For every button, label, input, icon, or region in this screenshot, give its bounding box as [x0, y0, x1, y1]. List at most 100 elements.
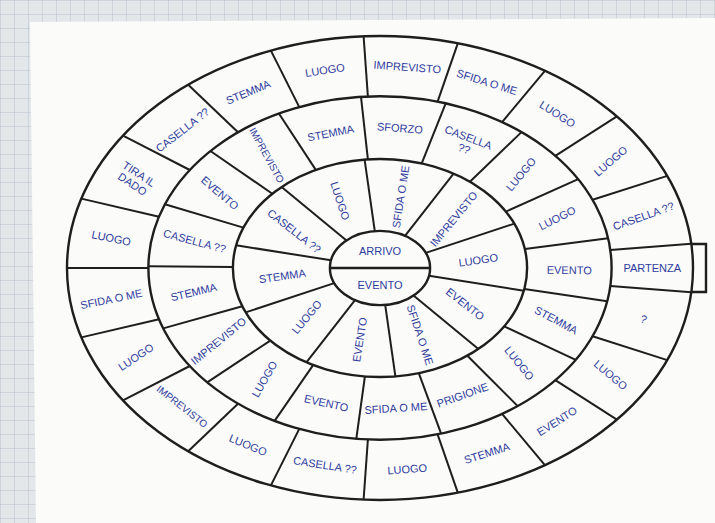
board-cell: SFIDA O ME: [443, 44, 530, 120]
board-cell: CASELLA ??: [599, 178, 687, 256]
cell-label: STEMMA: [463, 441, 512, 467]
cell-divider: [356, 377, 365, 439]
board-cell: STEMMA: [443, 416, 530, 492]
board-cell: STEMMA: [203, 51, 292, 132]
cell-label: IMPREVISTO: [155, 384, 210, 431]
cell-divider: [67, 267, 148, 269]
board-cell: LUOGO: [565, 115, 656, 206]
cell-label: CASELLA ??: [162, 227, 227, 255]
cell-divider: [524, 289, 607, 301]
center-ring-line: [330, 231, 430, 305]
cell-divider: [123, 366, 190, 400]
cell-label: LUOGO: [249, 359, 279, 399]
board-cell: LUOGO: [477, 321, 561, 407]
board-cell: LUOGO: [304, 160, 376, 242]
cell-label: LUOGO: [537, 99, 577, 130]
board-cell: STEMMA: [512, 281, 600, 359]
cell-label: CASELLA ??: [433, 121, 498, 165]
cell-label: ?: [638, 313, 648, 326]
cell-label: SFIDA O ME: [390, 164, 412, 228]
cell-label: EVENTO: [444, 286, 487, 323]
cell-divider: [361, 97, 368, 159]
board-cell: ?: [599, 280, 687, 358]
cell-label: SFIDA O ME: [404, 303, 435, 367]
cell-label: LUOGO: [328, 180, 352, 222]
board-cell: EVENTO: [512, 377, 602, 465]
cell-label: LUOGO: [504, 155, 539, 193]
start-box-line: [691, 244, 706, 292]
cell-label: SFIDA O ME: [455, 67, 519, 97]
ring-line: [148, 96, 611, 439]
board-cell: SFIDA O ME: [384, 294, 456, 376]
board-cell: LUOGO: [69, 203, 153, 273]
board-cell: SFIDA O ME: [362, 378, 429, 438]
cell-divider: [593, 336, 668, 360]
board-cell: LUOGO: [430, 234, 525, 286]
cell-label: LUOGO: [592, 358, 630, 393]
board-cell: STEMMA: [234, 249, 329, 301]
cell-label: LUOGO: [90, 227, 131, 247]
cell-divider: [422, 103, 446, 163]
cell-label: LUOGO: [116, 341, 156, 373]
outer-ring-line: [67, 36, 693, 500]
cell-label: CASELLA ??: [266, 207, 324, 256]
board-cell: CASELLA ??: [137, 84, 228, 174]
board-cell: IMPREVISTO: [174, 298, 261, 382]
cell-divider: [502, 414, 545, 465]
cell-label: STEMMA: [169, 281, 218, 304]
cell-divider: [365, 160, 375, 232]
board-cell: PRIGIONE: [424, 356, 501, 433]
board-cell: EVENTO: [290, 368, 364, 438]
cell-divider: [271, 51, 299, 108]
board-cell: EVENTO: [419, 262, 511, 348]
ring-line: [233, 159, 527, 377]
cell-label: CASELLA ??: [153, 105, 211, 154]
cell-label: CASELLA ??: [611, 200, 676, 233]
cell-label: EVENTO: [535, 404, 580, 438]
cell-label: LUOGO: [502, 344, 536, 383]
board-cell: CASELLA ??: [151, 208, 238, 273]
board-cell: CASELLA ??: [283, 433, 366, 499]
cell-divider: [148, 265, 233, 268]
board-cell: LUOGO: [512, 70, 602, 158]
cell-divider: [502, 71, 545, 122]
board-cell: LUOGO: [224, 338, 305, 421]
cell-label: LUOGO: [227, 431, 268, 457]
board-cell: SFIDA O ME: [69, 264, 153, 334]
cell-divider: [81, 199, 159, 217]
board-cell: SFIDA O ME: [368, 159, 433, 233]
cell-label: EVENTO: [357, 279, 402, 291]
board-cell: STEMMA: [150, 261, 236, 324]
cell-label: EVENTO: [199, 174, 241, 212]
cell-label: IMPREVISTO: [188, 315, 248, 367]
board-cell: CASELLA ??: [427, 104, 505, 181]
cell-label: LUOGO: [592, 143, 630, 178]
board-cell: EVENTO: [327, 302, 392, 376]
cell-label: SFIDA O ME: [79, 286, 143, 311]
cell-divider: [610, 244, 691, 250]
center-divider: [330, 267, 430, 269]
board-cell: IMPREVISTO: [137, 362, 228, 452]
cell-label: CASELLA ??: [292, 455, 357, 477]
board-cell: LUOGO: [565, 330, 656, 421]
board-cell: LUOGO: [264, 272, 350, 362]
cell-label: LUOGO: [387, 461, 428, 476]
cell-divider: [364, 36, 368, 96]
cell-label: STEMMA: [532, 304, 579, 337]
cell-label: IMPREVISTO: [427, 189, 479, 249]
cell-label: LUOGO: [304, 61, 345, 79]
cell-label: SFIDA O ME: [364, 400, 428, 416]
cell-label: PRIGIONE: [435, 379, 490, 409]
cell-label: SFORZO: [376, 121, 423, 137]
paper-sheet: [30, 18, 715, 523]
board-cell: STEMMA: [293, 98, 366, 167]
cell-label: EVENTO: [303, 392, 350, 413]
cell-label: LUOGO: [289, 298, 324, 336]
cell-label: LUOGO: [537, 204, 578, 233]
board-cell: SFORZO: [365, 98, 433, 160]
board-cell: IMPREVISTO: [227, 114, 308, 197]
cell-label: STEMMA: [258, 266, 306, 285]
